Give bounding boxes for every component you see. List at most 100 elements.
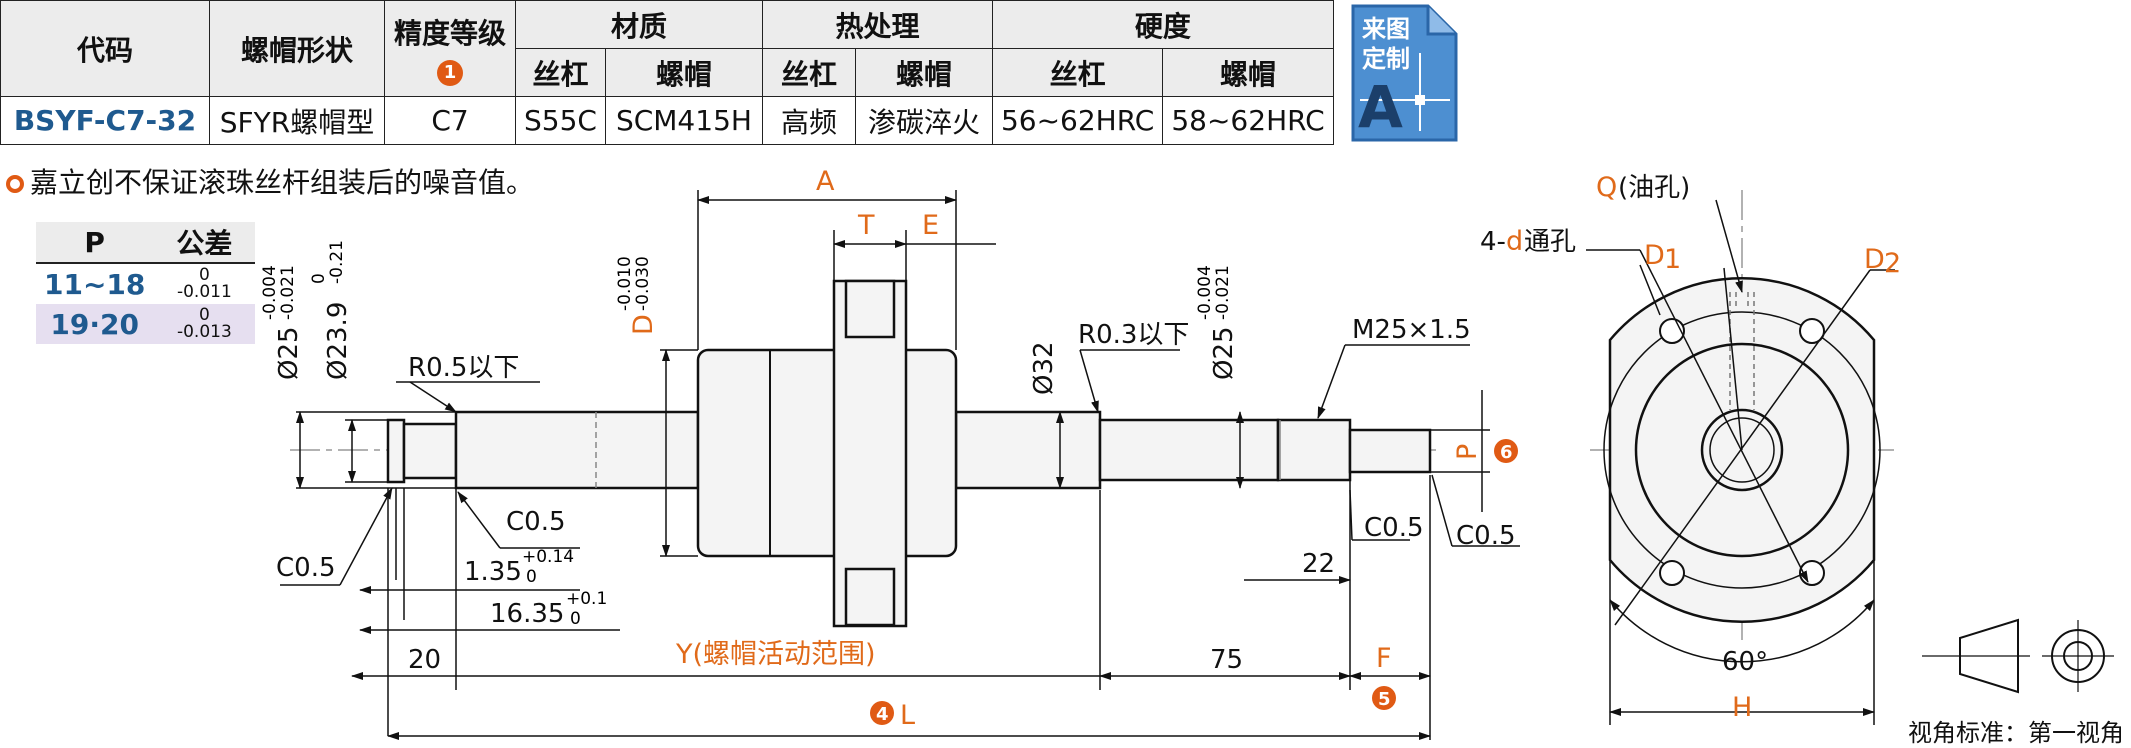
noise-note: 嘉立创不保证滚珠丝杆组装后的噪音值。 (6, 161, 534, 201)
nut-body (696, 279, 958, 628)
dim-d32: Ø32 (1029, 341, 1059, 395)
badge-line2: 定制 (1362, 45, 1410, 73)
dim-c05-d: C0.5 (1456, 521, 1516, 551)
svg-text:-0.21: -0.21 (327, 240, 347, 284)
tol-row: 19·20 0 -0.013 (36, 304, 256, 344)
cell-nut-shape: SFYR螺帽型 (209, 96, 385, 145)
pcd-circle (1603, 311, 1881, 589)
shaft-thread (1276, 418, 1352, 482)
header-mat-nut: 螺帽 (604, 48, 763, 97)
svg-text:-0.030: -0.030 (633, 256, 653, 311)
dim-16-35: 16.35 (490, 599, 564, 629)
dim-75: 75 (1210, 645, 1243, 675)
dim-F: F (1376, 643, 1392, 674)
dim-E: E (922, 210, 939, 241)
dim-Y: Y(螺帽活动范围) (675, 639, 876, 670)
nut-cylinder (696, 348, 958, 558)
header-heat: 热处理 (761, 0, 993, 49)
dim-T: T (857, 210, 875, 241)
precision-note-badge: 1 (437, 59, 463, 86)
dim-r03: R0.3以下 (1078, 320, 1189, 350)
label-holes-post: 通孔 (1524, 227, 1576, 257)
nut-oil-fitting-bottom (844, 567, 896, 627)
dim-c05-a: C0.5 (506, 507, 566, 537)
callout-6-icon (1494, 439, 1518, 463)
dim-1-35: 1.35 (464, 557, 522, 587)
svg-text:-0.010: -0.010 (615, 256, 635, 311)
badge-letter: A (1358, 73, 1403, 141)
svg-text:+0.14: +0.14 (522, 547, 574, 567)
dim-20: 20 (408, 645, 441, 675)
dim-d239: Ø23.9 (323, 302, 353, 380)
callout-4-icon (870, 701, 894, 725)
cell-heat-screw: 高频 (761, 96, 856, 145)
view-standard-label: 视角标准：第一视角 (1908, 719, 2124, 747)
header-heat-nut: 螺帽 (854, 48, 993, 97)
dim-L: L (900, 700, 915, 731)
callout-5-icon (1372, 686, 1396, 710)
dim-22: 22 (1302, 549, 1335, 579)
label-H: H (1732, 692, 1752, 723)
cell-hard-screw: 56~62HRC (991, 96, 1164, 145)
note-bullet-icon (6, 175, 24, 193)
shaft-right-seg (954, 410, 1102, 490)
label-D1: D (1644, 240, 1665, 271)
dim-c05-b: C0.5 (276, 553, 336, 583)
svg-text:-0.021: -0.021 (278, 265, 298, 320)
tolerance-table: P 公差 11~18 0 -0.011 19·20 0 -0.013 (36, 222, 256, 344)
nut-oil-fitting-top (844, 279, 896, 339)
header-hard-screw: 丝杠 (991, 48, 1164, 97)
svg-text:-0.004: -0.004 (1195, 265, 1215, 320)
badge-document-icon (1351, 4, 1458, 142)
dim-d25-left: Ø25 (274, 326, 304, 380)
dim-r05: R0.5以下 (408, 353, 519, 383)
dim-d25-right: Ø25 (1209, 326, 1239, 380)
dim-m25: M25×1.5 (1352, 315, 1471, 345)
cell-heat-nut: 渗碳淬火 (854, 96, 993, 145)
mount-hole-2 (1799, 318, 1825, 344)
mount-hole-3 (1659, 560, 1685, 586)
svg-text:+0.1: +0.1 (566, 589, 607, 609)
tol-values: 0 -0.011 (176, 265, 232, 302)
svg-text:-0.004: -0.004 (260, 265, 280, 320)
tol-p: 19·20 (36, 304, 154, 344)
shaft-groove (402, 422, 458, 480)
shaft-tip (1348, 428, 1432, 474)
screw-shaft (386, 410, 1432, 490)
tol-p: 11~18 (44, 267, 146, 301)
label-Q-text: (油孔) (1618, 173, 1690, 203)
cell-code: BSYF-C7-32 (0, 96, 210, 145)
header-heat-screw: 丝杠 (761, 48, 856, 97)
label-D2: D (1864, 244, 1885, 275)
svg-text:5: 5 (1378, 689, 1391, 710)
svg-text:2: 2 (1884, 248, 1901, 279)
custom-drawing-badge: 来图 定制 A (1351, 4, 1458, 142)
header-code: 代码 (0, 0, 210, 97)
label-Q: Q (1596, 172, 1617, 203)
nut-bore-inner (1709, 417, 1775, 483)
dim-A: A (816, 166, 835, 197)
cell-mat-screw: S55C (515, 96, 606, 145)
shaft-left-journal (454, 410, 700, 490)
label-holes-d: d (1506, 226, 1523, 257)
projection-symbol-icon (1922, 618, 2114, 694)
svg-text:0: 0 (570, 609, 581, 629)
badge-fold-icon (1426, 6, 1456, 36)
tol-values: 0 -0.013 (153, 304, 256, 344)
svg-text:0: 0 (309, 273, 329, 284)
cell-mat-nut: SCM415H (604, 96, 763, 145)
dim-D: D (628, 314, 659, 335)
svg-text:4: 4 (876, 704, 889, 725)
svg-text:0: 0 (526, 567, 537, 587)
badge-line1: 来图 (1362, 15, 1410, 43)
badge-square-icon (1415, 95, 1425, 105)
tol-header-tol: 公差 (153, 222, 256, 264)
flange-end-view: Q (油孔) 4- d 通孔 D 1 D 2 60° H (1480, 172, 1901, 725)
svg-text:-0.021: -0.021 (1213, 265, 1233, 320)
svg-text:1: 1 (1664, 244, 1681, 275)
cell-hard-nut: 58~62HRC (1162, 96, 1334, 145)
shaft-left-end (386, 418, 406, 484)
cell-precision: C7 (384, 96, 516, 145)
label-angle: 60° (1722, 647, 1768, 677)
